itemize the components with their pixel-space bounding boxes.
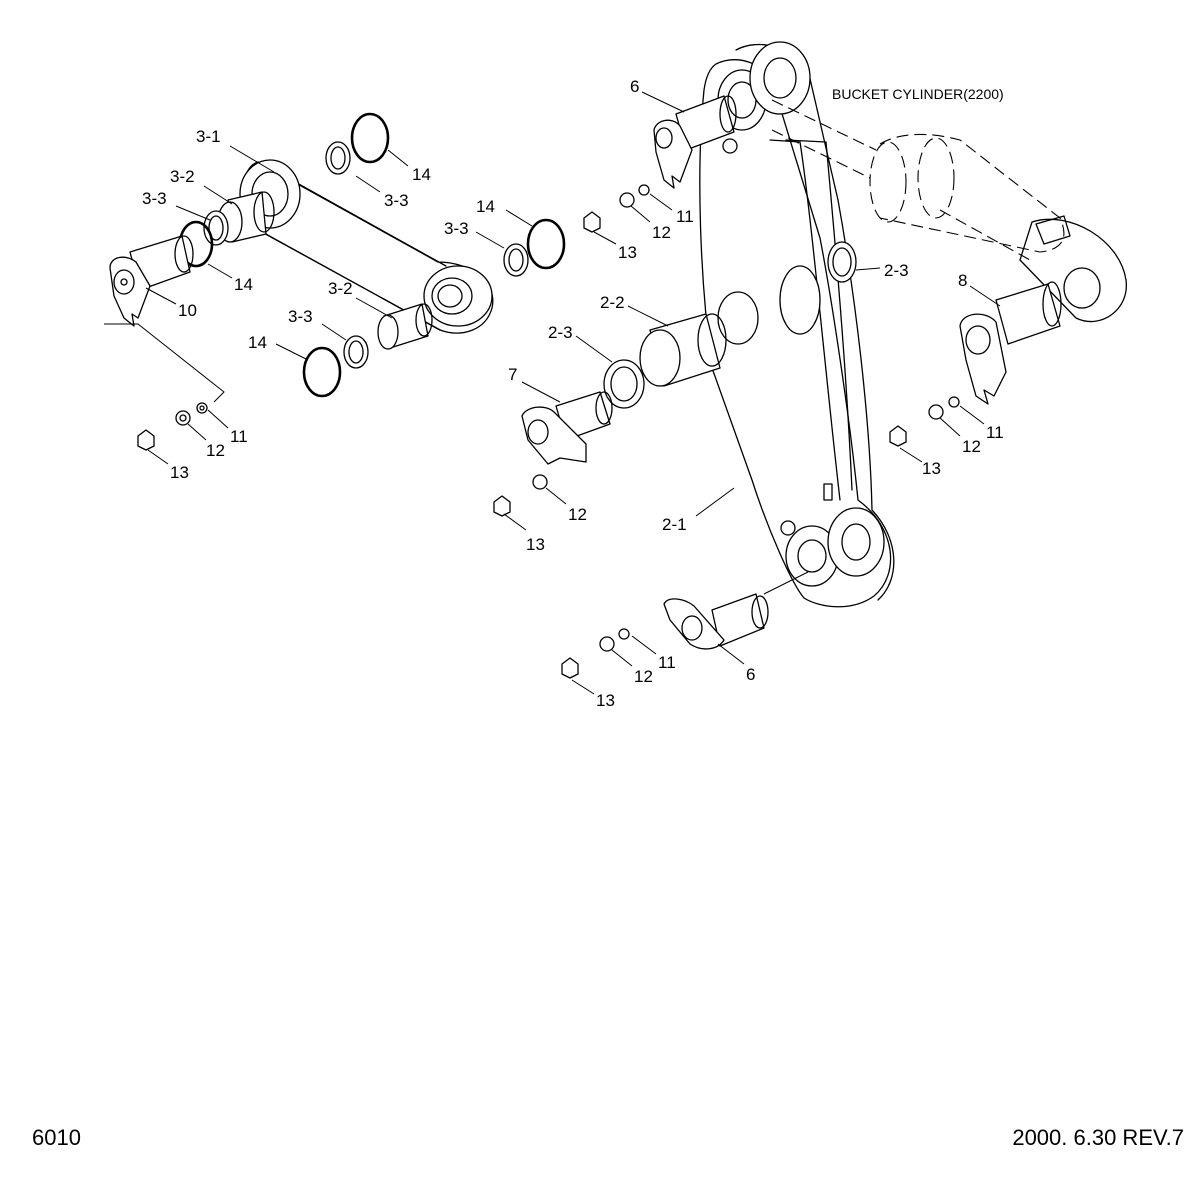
fasteners-left [137,402,208,451]
label-12-top: 12 [652,223,671,242]
label-7: 7 [508,365,517,384]
label-13-right: 13 [922,459,941,478]
pin-10 [109,235,194,327]
bell-crank-2-1 [699,41,895,608]
revision-date: 2000. 6.30 REV.7 [1012,1125,1184,1150]
fasteners-top-right [583,184,650,233]
label-10: 10 [178,301,197,320]
label-6-bottom: 6 [746,665,755,684]
fasteners-right [889,396,960,447]
label-3-3-lower: 3-3 [288,307,313,326]
label-11-left: 11 [230,427,248,446]
seal-3-3-top [325,141,351,175]
label-3-2-upper: 3-2 [170,167,195,186]
label-12-right: 12 [962,437,981,456]
page-code: 6010 [32,1125,81,1150]
label-12-left: 12 [206,441,225,460]
o-ring-14-top [350,112,390,164]
link-3-1 [239,159,494,334]
label-6-top: 6 [630,77,639,96]
bushing-2-2 [639,313,727,387]
bucket-cylinder-outline [771,99,1127,323]
label-3-1: 3-1 [196,127,221,146]
label-12-center: 12 [568,505,587,524]
label-11-bottom: 11 [658,653,676,672]
leader-lines [145,91,1001,695]
seal-2-3-left [603,359,645,409]
label-14-left: 14 [234,275,253,294]
pin-8 [959,281,1062,405]
label-13-left: 13 [170,463,189,482]
label-11-top: 11 [676,207,694,226]
label-2-3-right: 2-3 [884,261,909,280]
fasteners-bottom [561,628,630,679]
label-8: 8 [958,271,967,290]
label-3-3-middle: 3-3 [444,219,469,238]
label-2-2: 2-2 [600,293,625,312]
label-14-lower: 14 [248,333,267,352]
label-11-right: 11 [986,423,1004,442]
pin-6-top [653,95,737,189]
label-3-3-upper-left: 3-3 [142,189,167,208]
seal-3-3-lower [343,335,369,369]
fasteners-center [493,474,548,517]
bushing-3-2-lower [377,303,433,350]
label-2-1: 2-1 [662,515,687,534]
o-ring-14-lower [302,346,342,398]
label-2-3-left: 2-3 [548,323,573,342]
bushing-3-2-upper [217,191,275,243]
pin-10-leader [104,323,225,403]
seal-3-3-middle [503,243,529,277]
label-13-bottom: 13 [596,691,615,710]
label-13-center: 13 [526,535,545,554]
pin-7 [521,391,613,465]
label-12-bottom: 12 [634,667,653,686]
label-14-top: 14 [412,165,431,184]
pin-6-bottom [663,571,809,650]
label-3-3-top: 3-3 [384,191,409,210]
label-3-2-lower: 3-2 [328,279,353,298]
seal-2-3-right [827,241,857,283]
o-ring-14-middle [526,218,566,270]
label-14-middle: 14 [476,197,495,216]
label-13-top: 13 [618,243,637,262]
bucket-cylinder-note: BUCKET CYLINDER(2200) [832,86,1004,102]
